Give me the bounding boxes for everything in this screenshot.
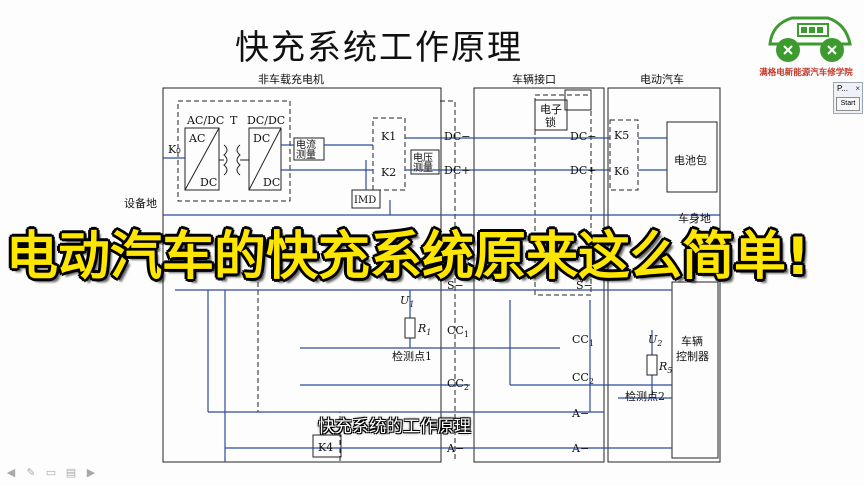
dcdc-label: DC/DC — [247, 114, 285, 127]
u2-label: U2 — [648, 333, 662, 348]
interface-box — [473, 87, 605, 463]
cc1-left-label: CC1 — [447, 324, 469, 339]
charger-box — [162, 87, 442, 463]
acdc-block — [184, 127, 220, 191]
a-minus-right-label-2: A− — [571, 442, 589, 455]
mini-recorder-window[interactable]: P... × Start — [833, 82, 863, 114]
dcdc-block — [248, 127, 282, 191]
vehicle-controller-label-2: 控制器 — [676, 349, 709, 363]
k5-label: K5 — [614, 129, 629, 142]
cc2-right-label: CC2 — [572, 371, 594, 386]
slide-view-icon[interactable]: ▭ — [45, 466, 57, 479]
u1-label: U1 — [400, 294, 414, 309]
a-minus-left-label: A− — [446, 442, 464, 455]
dc-minus-left-label: DC− — [444, 130, 470, 143]
slide-title: 快充系统工作原理 — [235, 28, 523, 68]
vehicle-controller-label-1: 车辆 — [681, 334, 703, 348]
k1-k2-switch-box — [372, 117, 406, 191]
dc-plus-left-label: DC+ — [444, 164, 470, 177]
pen-icon[interactable]: ✎ — [26, 466, 36, 479]
menu-icon[interactable]: ▤ — [65, 466, 77, 479]
transformer-label: T — [230, 114, 238, 127]
video-subtitle: 快充系统的工作原理 — [318, 417, 471, 437]
section-charger-label: 非车载充电机 — [258, 72, 324, 86]
dc-label-3: DC — [263, 176, 280, 189]
section-interface-label: 车辆接口 — [512, 72, 556, 86]
r1-label: R1 — [417, 322, 431, 337]
brand-name: 满格电新能源汽车修学院 — [759, 68, 853, 78]
voltage-meter-label-2: 测量 — [413, 161, 433, 174]
video-banner-caption: 电动汽车的快充系统原来这么简单! — [6, 227, 810, 287]
body-ground-label: 车身地 — [678, 211, 711, 225]
current-meter-label-2: 测量 — [296, 148, 316, 161]
k0-label: K₀ — [168, 143, 181, 156]
start-button[interactable]: Start — [836, 97, 860, 111]
ac-label: AC — [188, 132, 205, 145]
voltage-meter-box — [410, 149, 440, 175]
dc-minus-right-label: DC− — [570, 130, 596, 143]
a-minus-right-label-1: A− — [571, 407, 589, 420]
mini-window-close-icon[interactable]: × — [855, 84, 860, 93]
slideshow-toolbar: ◀ ✎ ▭ ▤ ▶ — [4, 466, 98, 482]
r5-label: R5 — [658, 360, 672, 375]
mini-window-title: P... — [837, 84, 848, 93]
cc2-left-label: CC2 — [447, 377, 469, 392]
vehicle-box — [607, 87, 721, 463]
s-minus-left-label: S− — [447, 279, 464, 292]
cc1-right-label: CC1 — [572, 333, 594, 348]
imd-label: IMD — [354, 195, 376, 206]
ev-car-logo — [768, 16, 852, 62]
battery-pack-label: 电池包 — [674, 154, 707, 167]
acdc-label: AC/DC — [186, 114, 224, 127]
detection-point-1-label: 检测点1 — [392, 349, 432, 363]
k1-label: K1 — [381, 130, 396, 143]
power-module-box — [177, 100, 291, 202]
k4-label: K4 — [318, 441, 333, 454]
previous-slide-icon[interactable]: ◀ — [6, 466, 16, 479]
battery-pack-box — [666, 121, 718, 193]
detection-point-2-label: 检测点2 — [625, 389, 665, 403]
current-meter-box — [293, 137, 325, 161]
vehicle-controller-box — [671, 281, 719, 459]
section-vehicle-label: 电动汽车 — [640, 72, 684, 86]
k2-label: K2 — [381, 166, 396, 179]
s-minus-right-label: S− — [576, 279, 593, 292]
dc-label-1: DC — [200, 176, 217, 189]
dc-plus-right-label: DC+ — [570, 164, 596, 177]
dc-label-2: DC — [253, 132, 270, 145]
electronic-lock-label-2: 锁 — [545, 115, 556, 129]
electronic-lock-label-1: 电子 — [540, 103, 562, 116]
k6-label: K6 — [614, 165, 629, 178]
device-ground-label: 设备地 — [124, 196, 157, 210]
electronic-lock-box — [534, 99, 568, 131]
current-meter-label-1: 电流 — [296, 138, 316, 151]
next-slide-icon[interactable]: ▶ — [86, 466, 96, 479]
voltage-meter-label-1: 电压 — [413, 151, 433, 164]
